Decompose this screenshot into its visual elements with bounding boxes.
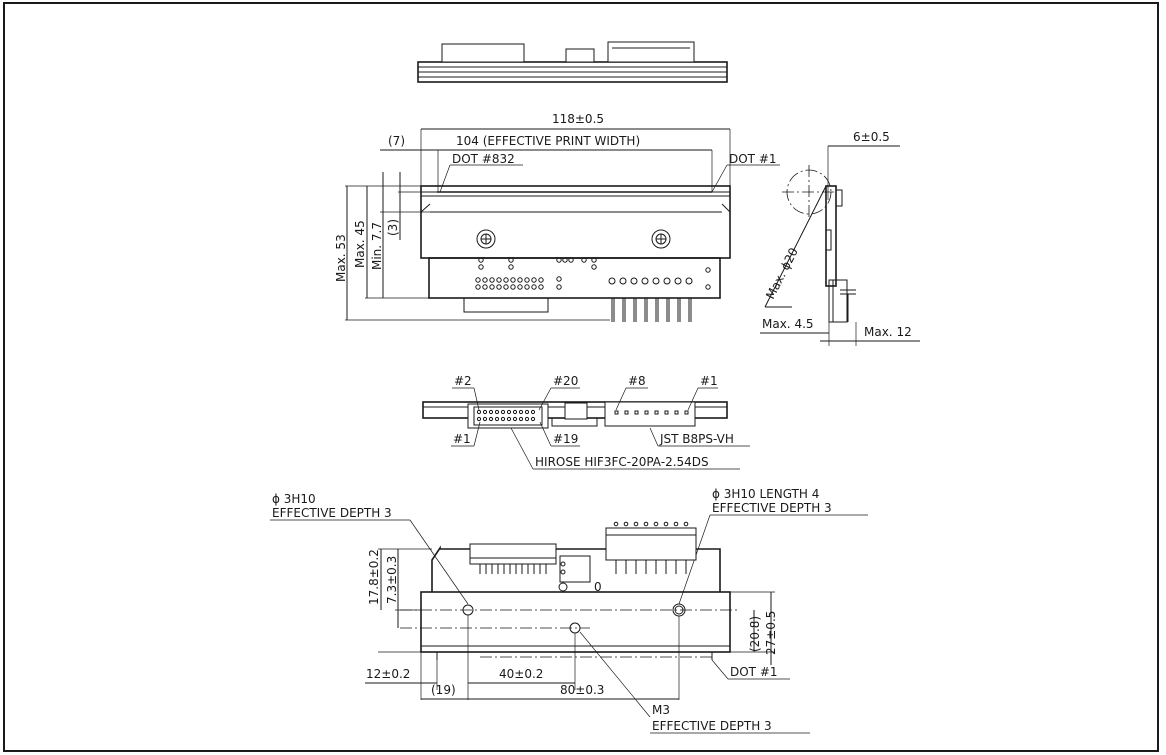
dim-min-7-7: Min. 7.7 [370,222,384,270]
pin-1-left-label: #1 [453,432,471,446]
bottom-pins-left [479,564,547,574]
dim-20-8: (20.8) [748,616,762,652]
dim-7: (7) [388,134,405,148]
hole-right-label-1: ϕ 3H10 LENGTH 4 [712,487,819,501]
jst-connector-label: JST B8PS-VH [659,432,734,446]
dim-104-effective-print-width: 104 (EFFECTIVE PRINT WIDTH) [456,134,640,148]
dim-118: 118±0.5 [552,112,604,126]
bottom-pins-right [613,521,689,574]
drawing-frame [3,2,1159,752]
dim-3: (3) [386,219,400,236]
connector-pins [611,298,692,322]
dot-1-top-label: DOT #1 [729,152,777,166]
dim-max-45: Max. 45 [353,220,367,268]
connector-view: #2 #20 #8 #1 #1 #19 JST B8PS-VH HIROSE H… [422,374,750,470]
pin-8-label: #8 [628,374,646,388]
top-view [417,41,728,83]
dim-27: 27±0.5 [764,611,778,655]
jst-pins [614,410,689,415]
side-view: 6±0.5 Max. ϕ20 Max. 4.5 Max. 12 [760,130,920,346]
hirose-connector-label: HIROSE HIF3FC-20PA-2.54DS [535,455,709,469]
pin-19-label: #19 [553,432,578,446]
dim-7-3: 7.3±0.3 [385,556,399,604]
m3-label-2: EFFECTIVE DEPTH 3 [652,719,772,733]
zero-mark: 0 [594,580,602,594]
dim-17-8: 17.8±0.2 [367,549,381,605]
dim-12: 12±0.2 [366,667,410,681]
dim-6: 6±0.5 [853,130,890,144]
m3-label-1: M3 [652,703,670,717]
hole-left-label-2: EFFECTIVE DEPTH 3 [272,506,392,520]
hole-right-label-2: EFFECTIVE DEPTH 3 [712,501,832,515]
front-view: 118±0.5 (7) 104 (EFFECTIVE PRINT WIDTH) … [334,112,780,322]
hole-left-label-1: ϕ 3H10 [272,492,316,506]
dim-max-53: Max. 53 [334,234,348,282]
dot-832-label: DOT #832 [452,152,515,166]
dot-1-bottom-label: DOT #1 [730,665,778,679]
dim-80: 80±0.3 [560,683,604,697]
bottom-view: ϕ 3H10 EFFECTIVE DEPTH 3 ϕ 3H10 LENGTH 4… [270,487,868,734]
dim-max-phi20: Max. ϕ20 [763,245,801,301]
pin-2-label: #2 [454,374,472,388]
dim-19: (19) [431,683,456,697]
pin-1-right-label: #1 [700,374,718,388]
dim-max-12: Max. 12 [864,325,912,339]
pcb-holes [475,257,711,290]
dim-40: 40±0.2 [499,667,543,681]
hirose-pins [476,409,536,422]
dim-max-4-5: Max. 4.5 [762,317,814,331]
pin-20-label: #20 [553,374,578,388]
